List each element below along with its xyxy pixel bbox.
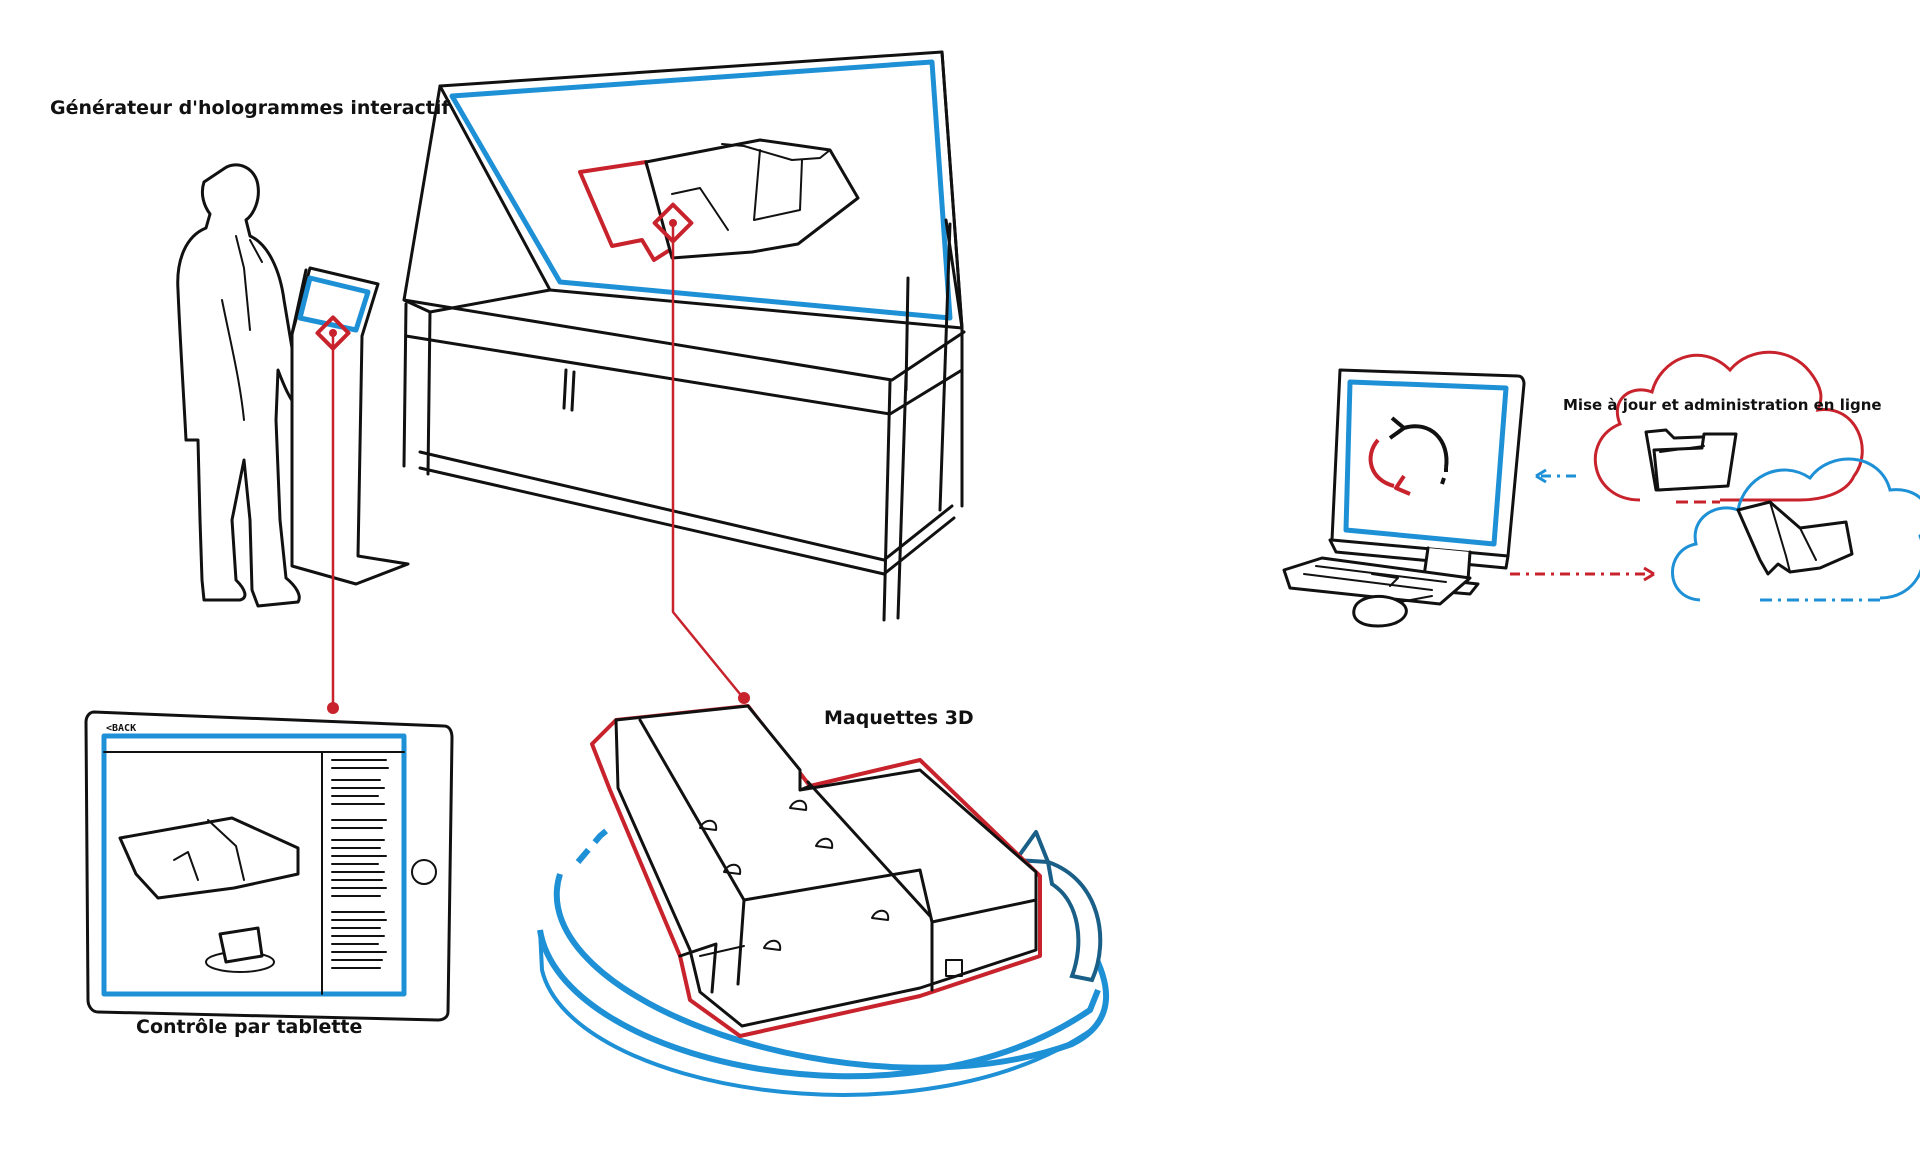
label-cloud-admin: Mise à jour et administration en ligne xyxy=(1563,396,1882,414)
tablet-back-button[interactable]: <BACK xyxy=(106,723,136,734)
tablet-kiosk xyxy=(292,268,408,584)
building-model-small xyxy=(1738,502,1852,574)
folder-icon xyxy=(1646,430,1736,490)
tablet-device xyxy=(86,712,452,1020)
sync-arrows xyxy=(1510,470,1654,580)
connector-lines xyxy=(327,223,750,714)
label-hologram-generator: Générateur d'hologrammes interactif xyxy=(50,97,450,119)
hologram-table xyxy=(404,52,964,620)
label-3d-models: Maquettes 3D xyxy=(824,707,974,729)
label-tablet-control: Contrôle par tablette xyxy=(136,1016,362,1038)
building-model xyxy=(592,706,1040,1036)
desktop-computer xyxy=(1330,370,1524,594)
